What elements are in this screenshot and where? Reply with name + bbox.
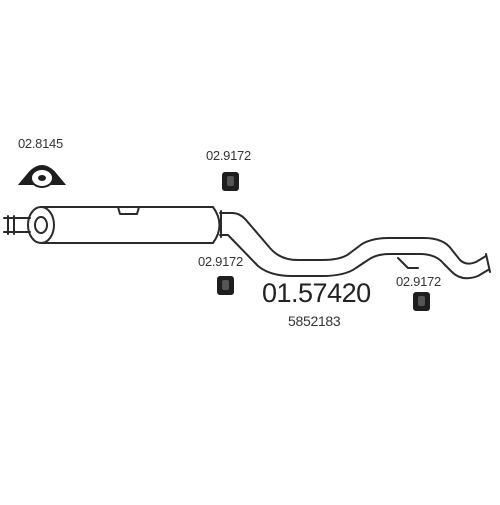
inlet-pipe [3, 215, 31, 235]
rubber-mount-left-part [217, 276, 234, 295]
clamp-part [17, 165, 67, 188]
rubber-mount-top-part [222, 172, 239, 191]
rubber-mount-left-label: 02.9172 [198, 254, 243, 269]
rubber-mount-top-label: 02.9172 [206, 148, 251, 163]
clamp-part-label: 02.8145 [18, 136, 63, 151]
silencer-muffler [27, 206, 221, 244]
rubber-mount-right-label: 02.9172 [396, 274, 441, 289]
rubber-mount-right-part [413, 292, 430, 311]
main-part-number: 01.57420 [262, 278, 371, 308]
oem-number: 5852183 [288, 313, 341, 329]
tail-pipe [219, 210, 491, 280]
